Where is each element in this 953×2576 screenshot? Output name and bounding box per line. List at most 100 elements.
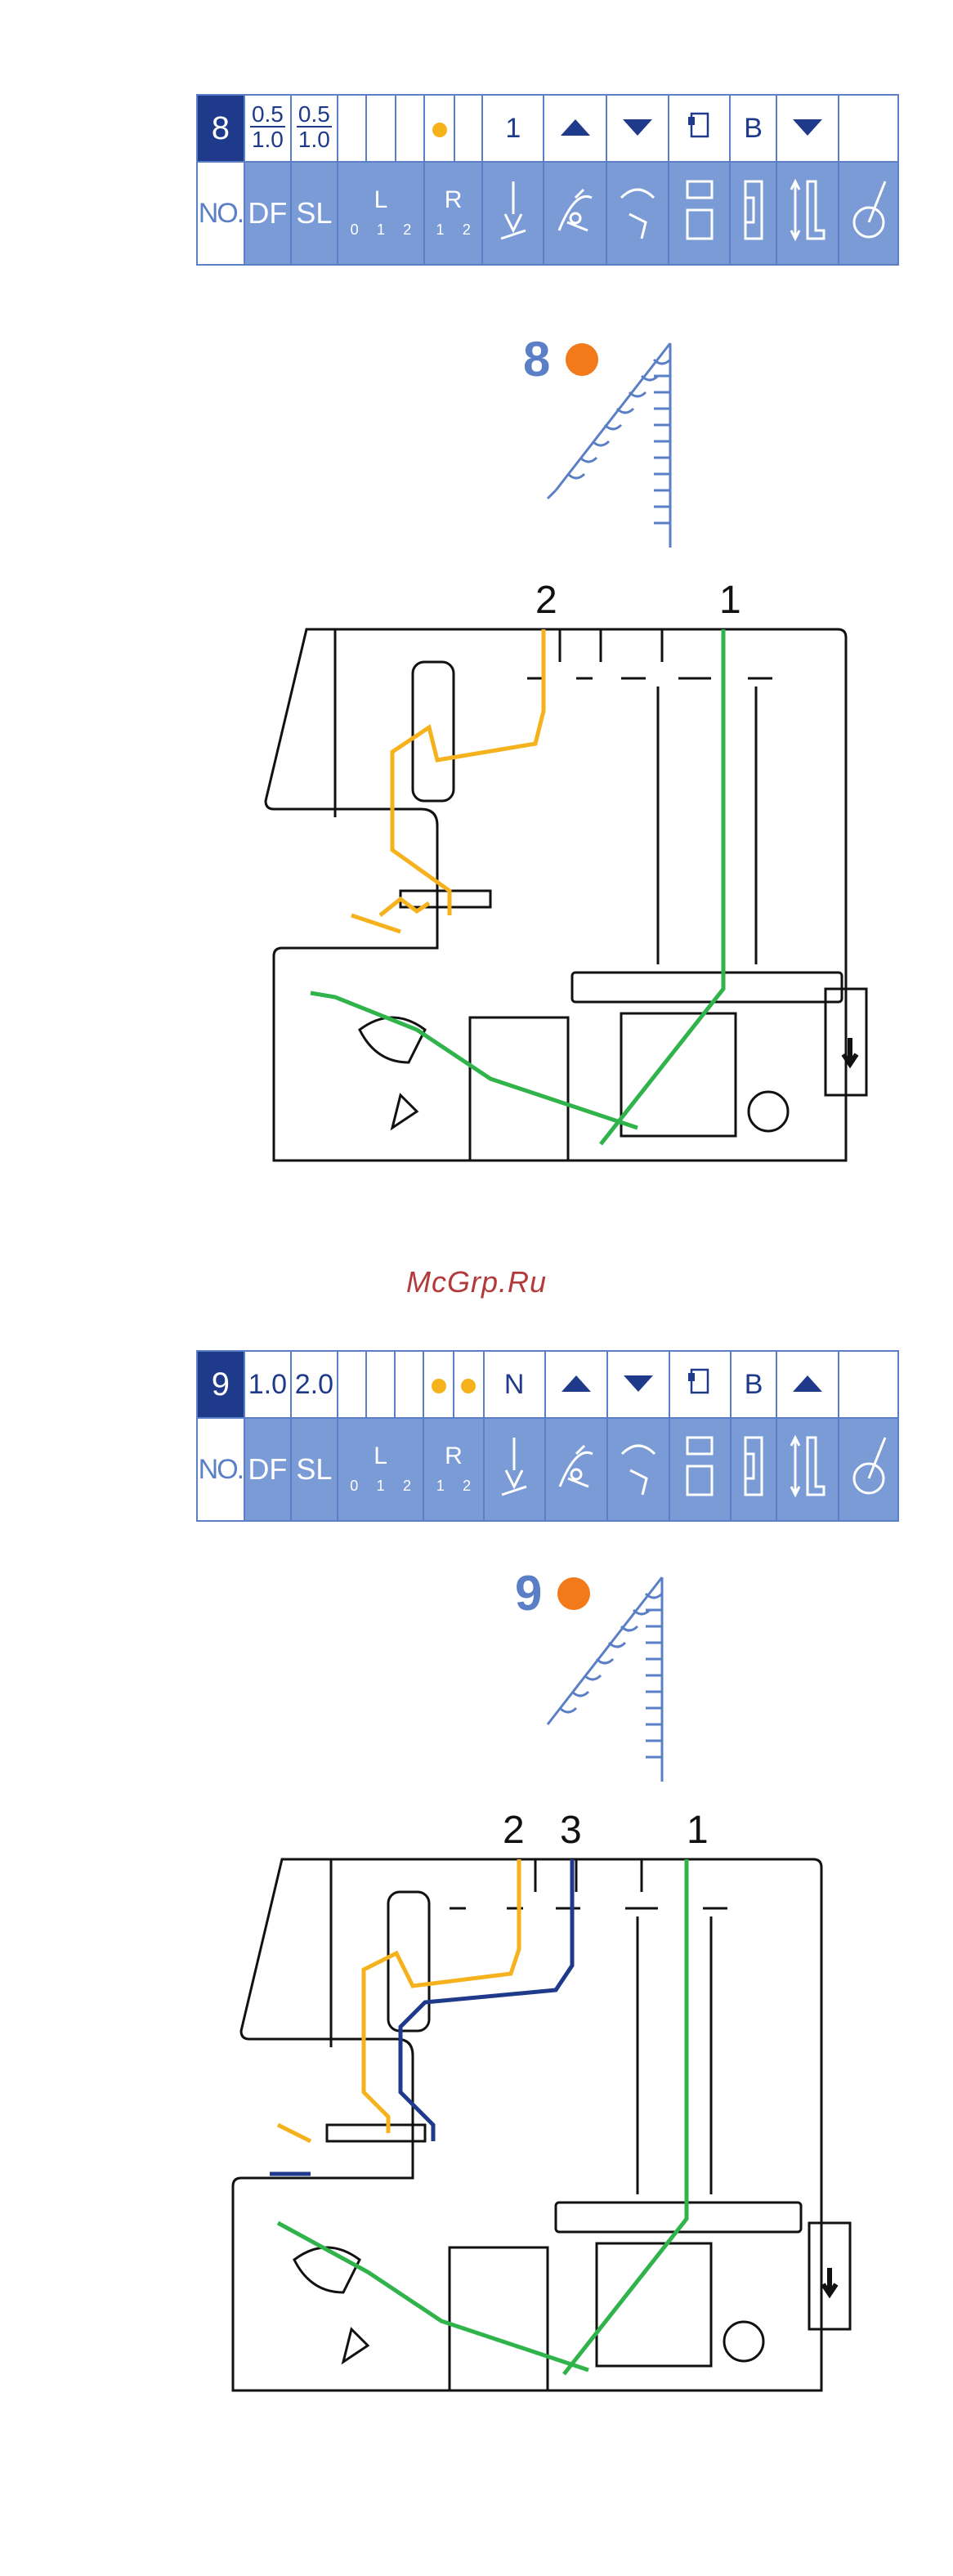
orange-dot	[557, 1577, 590, 1610]
plate-icon	[669, 1351, 731, 1418]
needle-l2-cell	[396, 95, 424, 162]
stitch-width-icon	[484, 1418, 545, 1521]
orange-thread	[278, 1859, 519, 2141]
stitch-width-value: N	[484, 1351, 545, 1418]
stitch-width-value: 1	[482, 95, 544, 162]
needle-l0-cell	[338, 1351, 366, 1418]
needle-dot	[432, 1379, 446, 1393]
needle-r1: 1	[436, 221, 444, 238]
watermark: McGrp.Ru	[0, 1265, 953, 1299]
sl-bottom: 1.0	[298, 127, 330, 152]
machine-outline	[266, 629, 866, 1161]
thread-label: 3	[560, 1809, 582, 1852]
knife-icon	[606, 162, 669, 265]
blank-cell	[839, 1351, 898, 1418]
thread-label: 2	[503, 1809, 525, 1852]
down-arrow-icon	[776, 95, 839, 162]
needle-l1: 1	[377, 1478, 385, 1494]
up-arrow-icon	[544, 95, 606, 162]
header-left-needle: L 0 1 2	[338, 162, 424, 265]
stitch-drawing	[548, 343, 670, 548]
orange-thread	[351, 629, 544, 932]
down-arrow-icon	[606, 95, 669, 162]
needle-l1-cell	[366, 1351, 395, 1418]
header-left-needle: L 0 1 2	[338, 1418, 424, 1521]
thread-label: 1	[719, 579, 741, 622]
tension-dial-icon	[839, 1418, 898, 1521]
blank-cell	[839, 95, 898, 162]
needle-l1: 1	[377, 221, 385, 238]
setting-number: 8	[197, 95, 244, 162]
needle-r2: 2	[463, 1478, 471, 1494]
stitch-label: 9	[515, 1566, 542, 1621]
needle-dot	[432, 123, 447, 137]
plate-icon	[669, 95, 730, 162]
header-r: R	[445, 186, 463, 213]
machine-outline	[233, 1859, 850, 2390]
looper-icon	[545, 1418, 607, 1521]
needle-l2: 2	[403, 221, 411, 238]
needle-r2-cell	[454, 95, 482, 162]
up-arrow-icon	[545, 1351, 607, 1418]
df-bottom: 1.0	[252, 127, 284, 152]
header-l: L	[374, 1442, 387, 1469]
header-sl: SL	[291, 162, 338, 265]
looper-icon	[544, 162, 606, 265]
knife-icon	[607, 1418, 669, 1521]
threading-diagram-8: 2 1	[237, 572, 883, 1185]
needle-l2: 2	[403, 1478, 411, 1494]
needle-r1: 1	[436, 1478, 445, 1494]
green-thread	[311, 629, 723, 1144]
df-value: 1.0	[244, 1351, 291, 1418]
stitch-label: 8	[523, 332, 550, 387]
stitch-drawing	[548, 1577, 662, 1782]
settings-table-9: 9 1.0 2.0 N B NO. DF SL L 0 1 2	[196, 1350, 899, 1522]
navy-thread	[270, 1859, 572, 2174]
stitch-width-icon	[482, 162, 544, 265]
down-arrow-icon	[607, 1351, 669, 1418]
needle-l0: 0	[351, 221, 359, 238]
presser-foot-icon	[731, 1418, 776, 1521]
needle-l2-cell	[395, 1351, 423, 1418]
needle-l0: 0	[350, 1478, 358, 1494]
letter-value: B	[730, 95, 776, 162]
header-l: L	[374, 186, 388, 213]
letter-value: B	[731, 1351, 776, 1418]
thread-label: 1	[687, 1809, 709, 1852]
plate-setting-icon	[669, 162, 730, 265]
length-icon	[776, 162, 839, 265]
presser-foot-icon	[730, 162, 776, 265]
down-arrow-icon	[823, 2268, 836, 2294]
sl-top: 0.5	[297, 102, 332, 127]
threading-diagram-9: 2 3 1	[213, 1798, 858, 2419]
needle-r2: 2	[463, 221, 471, 238]
length-icon	[776, 1418, 839, 1521]
stitch-sample-9: 9	[490, 1561, 703, 1798]
needle-r2-cell	[454, 1351, 484, 1418]
orange-dot	[566, 343, 598, 376]
plate-setting-icon	[669, 1418, 731, 1521]
needle-l0-cell	[338, 95, 366, 162]
setting-number: 9	[197, 1351, 244, 1418]
needle-r1-cell	[424, 95, 454, 162]
tension-dial-icon	[839, 162, 898, 265]
stitch-sample-8: 8	[490, 327, 703, 564]
df-top: 0.5	[250, 102, 285, 127]
header-df: DF	[244, 1418, 291, 1521]
header-r: R	[445, 1442, 463, 1469]
thread-label: 2	[535, 579, 557, 622]
header-no: NO.	[197, 1418, 244, 1521]
needle-l1-cell	[366, 95, 395, 162]
header-df: DF	[244, 162, 291, 265]
green-thread	[278, 1859, 687, 2374]
needle-dot	[461, 1379, 476, 1393]
header-no: NO.	[197, 162, 244, 265]
header-right-needle: R 1 2	[424, 162, 482, 265]
needle-r1-cell	[423, 1351, 454, 1418]
up-arrow-icon	[776, 1351, 839, 1418]
header-right-needle: R 1 2	[423, 1418, 483, 1521]
sl-value: 2.0	[291, 1351, 338, 1418]
